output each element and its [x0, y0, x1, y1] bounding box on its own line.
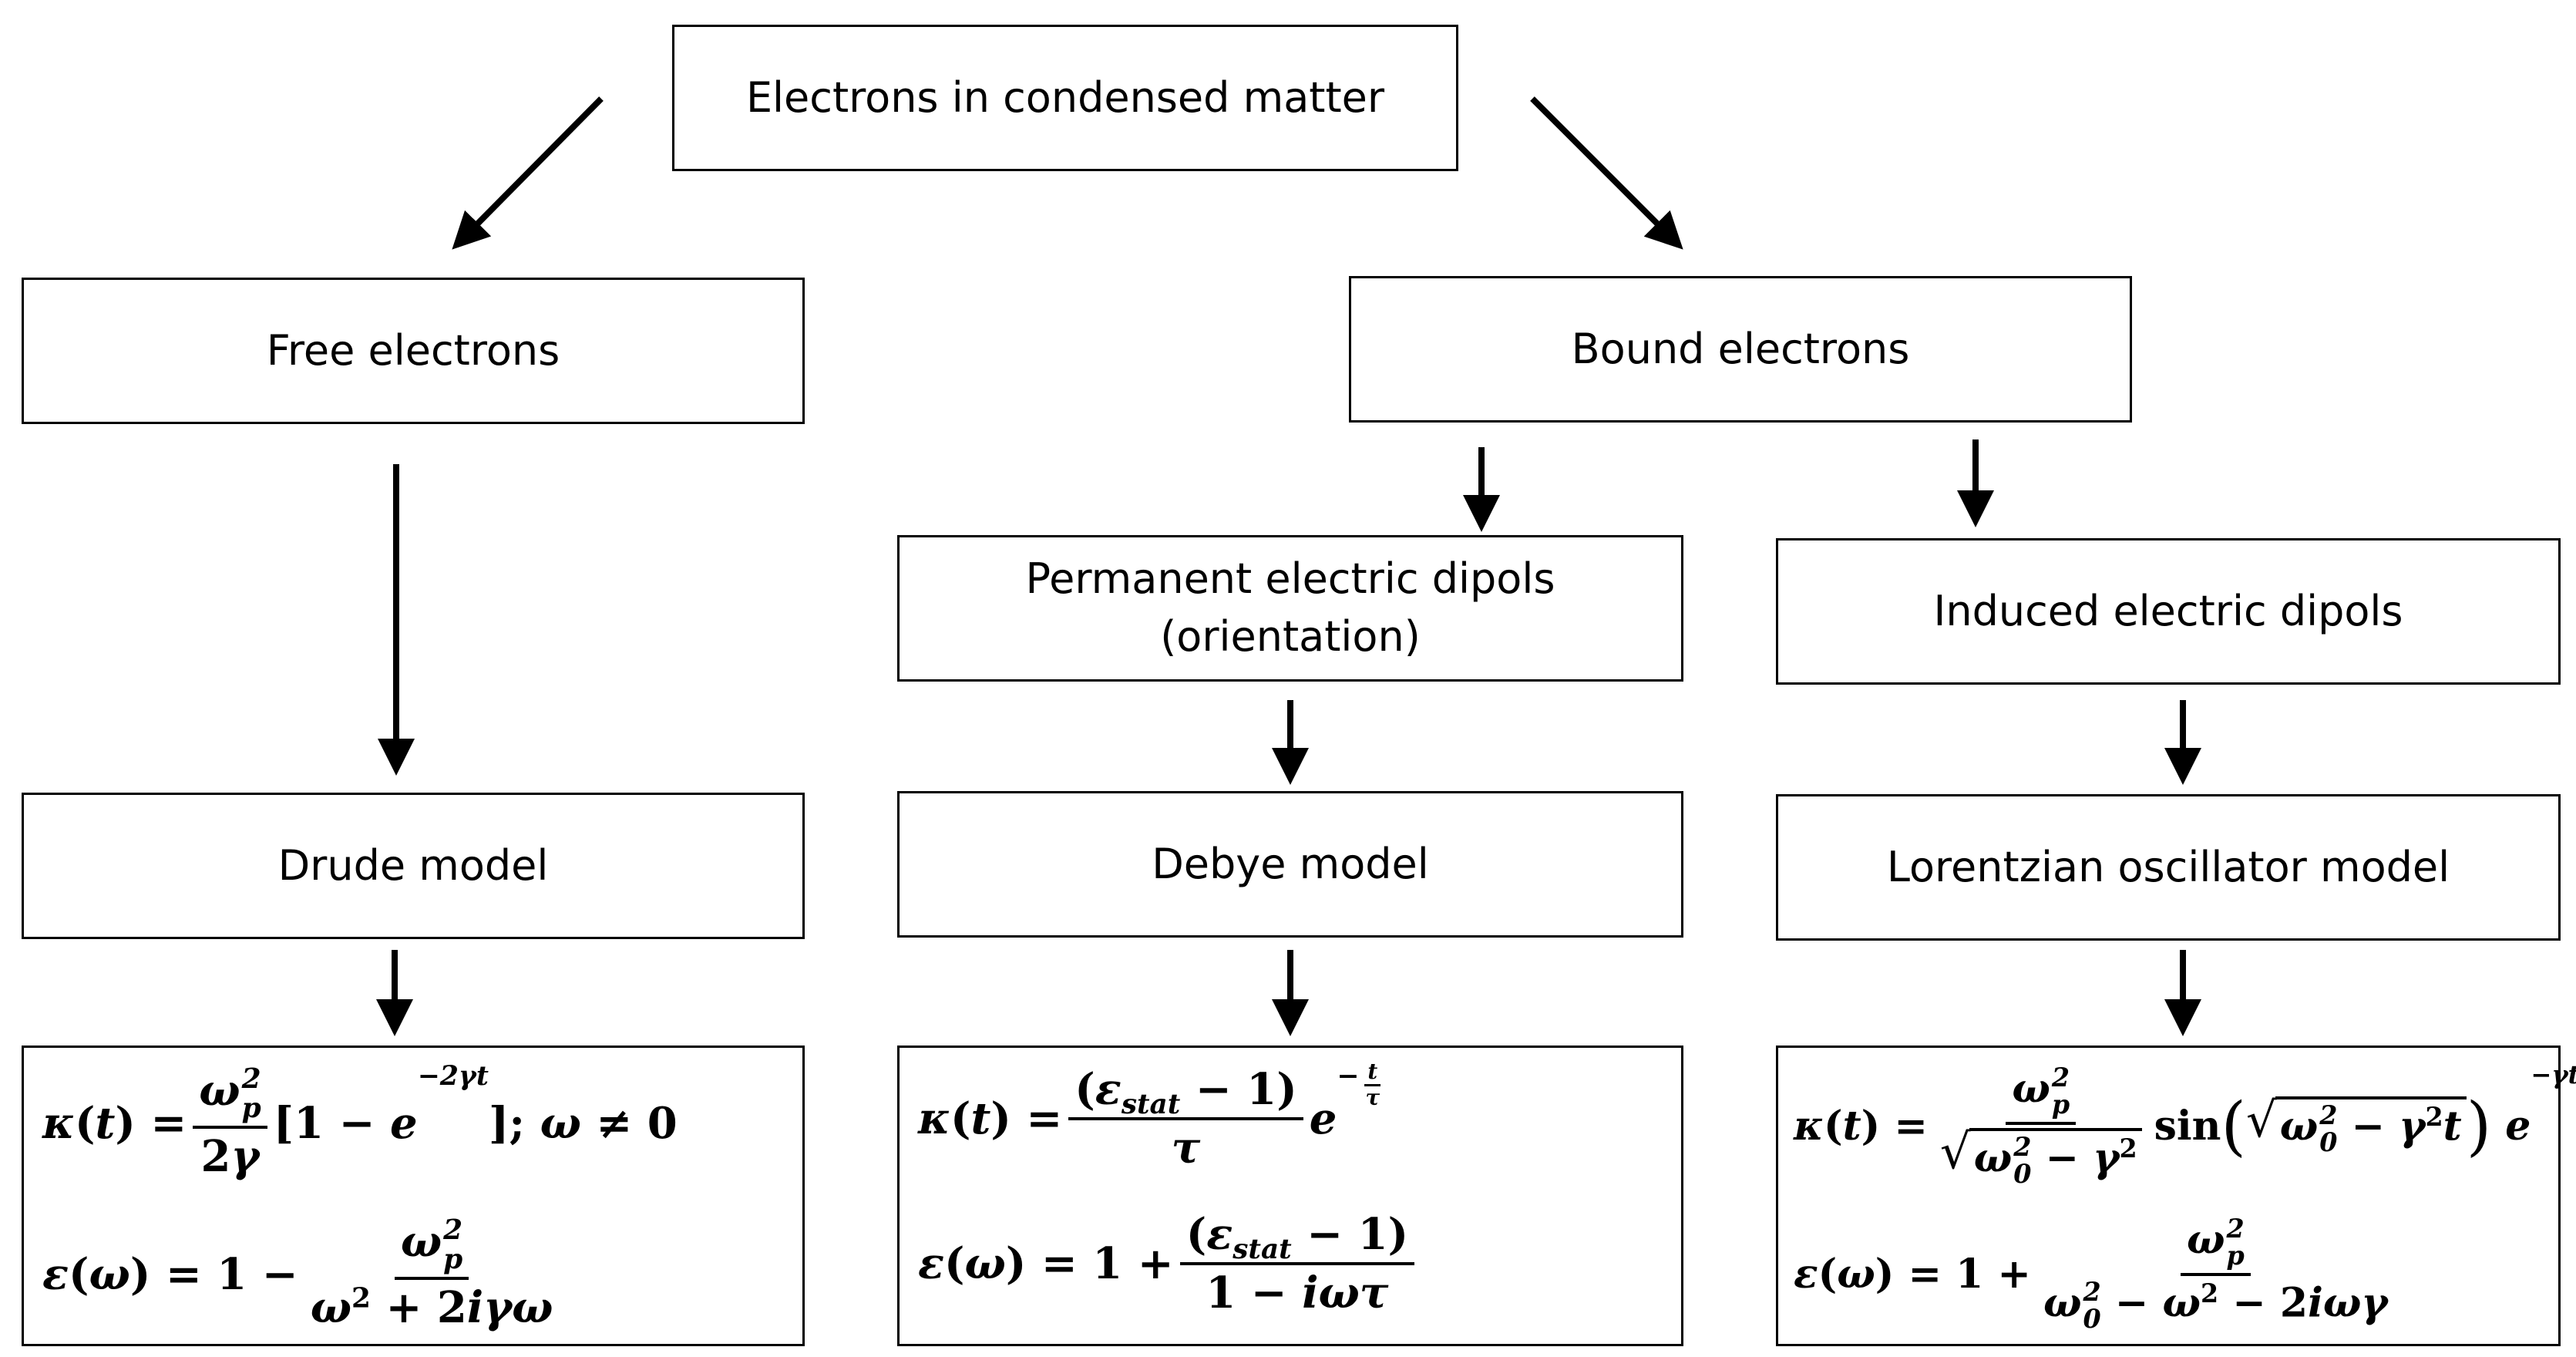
equation-debye-epsilon: ε(ω) = 1 + (εstat − 1)1 − iωτ — [918, 1210, 1421, 1318]
arrow-root-to-bound — [1530, 96, 1683, 250]
node-induced-electric-dipols: Induced electric dipols — [1776, 538, 2561, 685]
node-label: Electrons in condensed matter — [745, 72, 1385, 122]
node-label: Lorentzian oscillator model — [1886, 842, 2450, 891]
node-drude-model: Drude model — [22, 793, 805, 939]
node-label-line2: (orientation) — [1160, 612, 1421, 661]
node-label: Induced electric dipols — [1933, 586, 2403, 635]
node-electrons-in-condensed-matter: Electrons in condensed matter — [672, 25, 1458, 171]
node-label: Bound electrons — [1571, 324, 1910, 373]
node-label-line1: Permanent electric dipols — [1025, 554, 1555, 604]
arrow-root-to-free — [452, 96, 604, 250]
node-label: Drude model — [277, 840, 549, 890]
node-label: Free electrons — [266, 325, 560, 375]
node-label: Debye model — [1152, 839, 1429, 888]
node-lorentzian-oscillator-model: Lorentzian oscillator model — [1776, 794, 2561, 941]
node-debye-model: Debye model — [897, 791, 1683, 938]
node-permanent-electric-dipols: Permanent electric dipols (orientation) — [897, 535, 1683, 682]
node-free-electrons: Free electrons — [22, 278, 805, 424]
node-bound-electrons: Bound electrons — [1349, 276, 2132, 423]
